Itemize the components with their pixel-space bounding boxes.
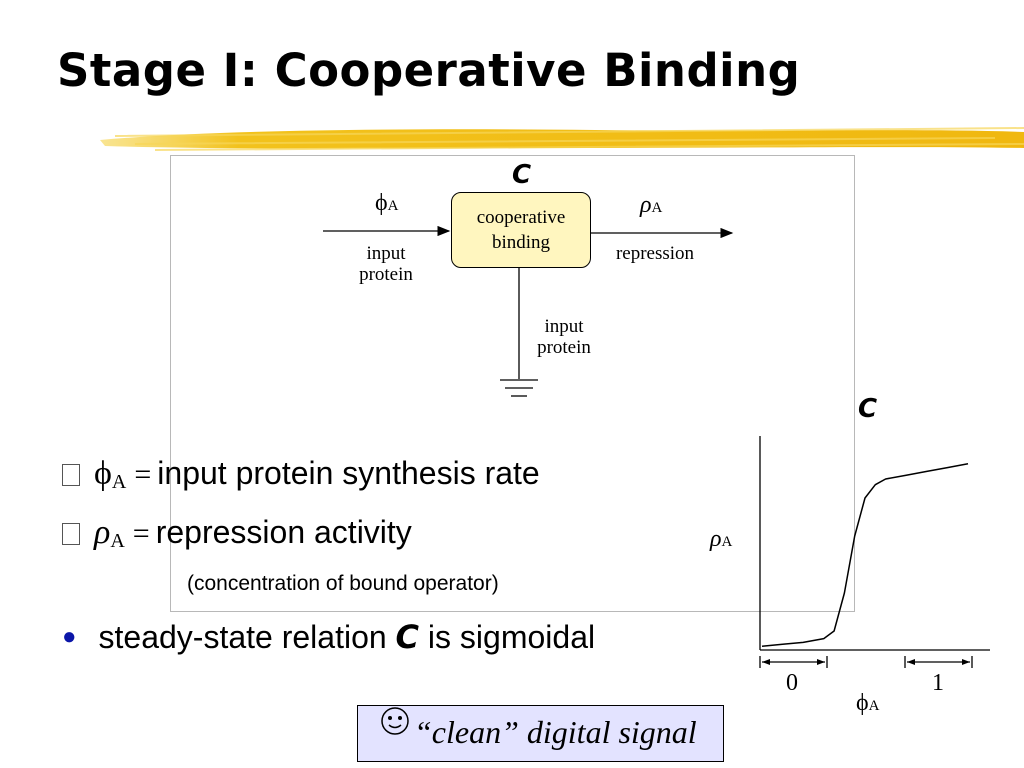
rho-a-symbol: ρA [640, 192, 662, 219]
input-protein-left-label: input protein [359, 243, 413, 285]
bullet-phi: ϕA = input protein synthesis rate [62, 455, 540, 494]
ground-symbol [500, 379, 538, 397]
x-tick-1: 1 [932, 670, 944, 696]
input-protein-bottom-label: input protein [537, 316, 591, 358]
rho-subscript: A [651, 200, 663, 216]
chart-xlabel: ϕA [856, 690, 879, 717]
rho-symbol: ρ [640, 192, 652, 218]
bound-operator-note: (concentration of bound operator) [187, 572, 499, 595]
diagram-c-label: C [512, 160, 532, 190]
sigmoid-curve [761, 463, 969, 647]
bullet-rho: ρA = repression activity [62, 514, 412, 553]
phi-symbol: ϕ [375, 190, 388, 216]
cooperative-binding-box: cooperative binding [451, 192, 591, 268]
chart-xlabel-phi: ϕ [856, 690, 869, 716]
diagram-frame [170, 155, 855, 612]
chart-xlabel-sub: A [868, 698, 880, 714]
bullet-phi-symbol: ϕ [94, 455, 112, 492]
phi-a-term: ϕA [94, 455, 126, 494]
sigmoidal-c-emph: C [395, 618, 420, 656]
chart-title: C [858, 394, 878, 424]
x-tick-0: 0 [786, 670, 798, 696]
bullet-box-icon [62, 464, 80, 486]
sigmoidal-suffix: is sigmoidal [419, 619, 596, 655]
bullet-rho-subscript: A [110, 530, 125, 552]
tick-range-1 [904, 656, 973, 668]
sigmoidal-prefix: steady-state relation [98, 619, 396, 655]
chart-ylabel-sub: A [721, 534, 733, 550]
bullet-rho-text: repression activity [155, 514, 412, 550]
phi-a-symbol: ϕA [375, 190, 398, 217]
slide-title: Stage I: Cooperative Binding [57, 44, 801, 97]
equals-sign: = [134, 458, 152, 491]
phi-subscript: A [387, 198, 399, 214]
tick-range-0 [759, 656, 828, 668]
bullet-phi-subscript: A [111, 471, 127, 493]
bullet-rho-symbol: ρ [94, 514, 111, 551]
clean-signal-callout [357, 705, 724, 762]
smiley-face-icon [381, 707, 409, 735]
highlighter-stroke [100, 127, 1024, 151]
cooperative-binding-label: cooperative binding [476, 207, 566, 253]
bullet-sigmoidal: ● steady-state relation C is sigmoidal [62, 618, 595, 656]
clean-signal-text: “clean” digital signal [414, 714, 697, 750]
repression-label: repression [615, 243, 695, 264]
bullet-phi-text: input protein synthesis rate [157, 455, 540, 491]
bullet-dot-icon: ● [62, 623, 77, 650]
equals-sign: = [132, 517, 150, 550]
chart-ylabel-rho: ρ [710, 526, 722, 552]
rho-a-term: ρA [94, 514, 125, 553]
chart-ylabel: ρA [710, 526, 732, 553]
bullet-box-icon [62, 523, 80, 545]
